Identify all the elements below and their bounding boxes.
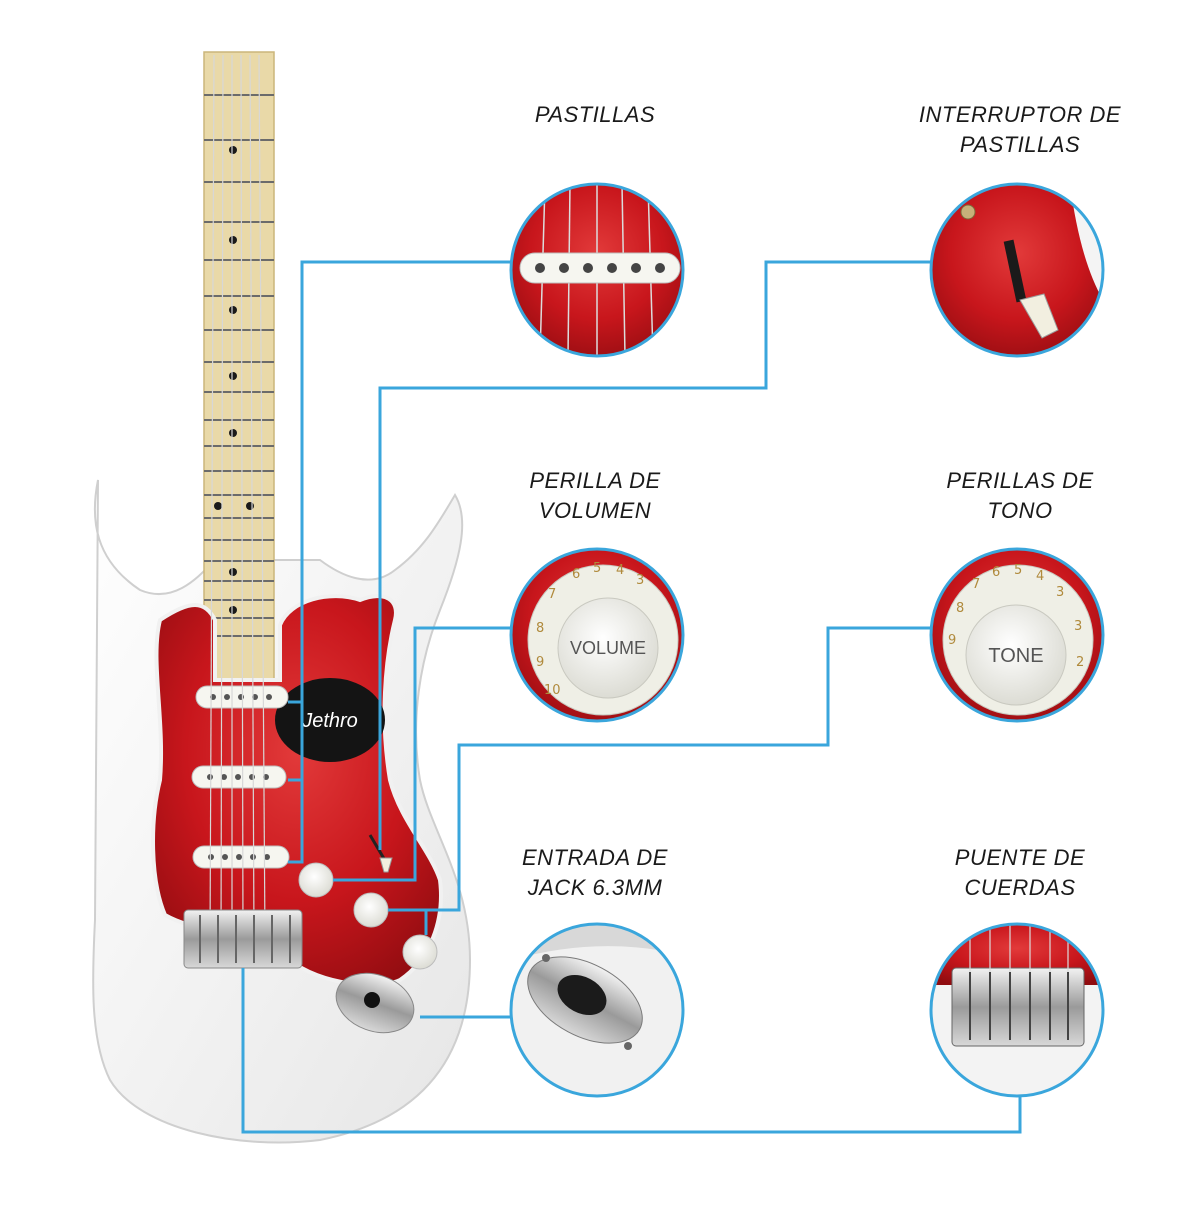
svg-text:6: 6 xyxy=(572,567,580,582)
svg-text:7: 7 xyxy=(548,587,556,602)
svg-text:6: 6 xyxy=(992,565,1000,580)
svg-text:8: 8 xyxy=(956,601,964,616)
pickup-switch-detail xyxy=(929,182,1105,358)
svg-text:3: 3 xyxy=(1074,619,1082,634)
label-pickup-switch: INTERRUPTOR DE PASTILLAS xyxy=(918,102,1122,157)
svg-text:Jethro: Jethro xyxy=(301,710,358,732)
jack-input-detail xyxy=(509,922,685,1098)
guitar-bridge xyxy=(183,909,303,969)
label-jack-input: ENTRADA DE JACK 6.3MM xyxy=(522,845,668,900)
label-bridge: PUENTE DE CUERDAS xyxy=(954,845,1086,900)
label-pickups: PASTILLAS xyxy=(534,102,656,127)
svg-text:5: 5 xyxy=(1014,563,1022,578)
guitar-switch xyxy=(368,834,393,873)
svg-text:9: 9 xyxy=(948,633,956,648)
svg-text:3: 3 xyxy=(636,573,644,588)
svg-text:10: 10 xyxy=(544,683,561,698)
brand-logo: Jethro xyxy=(275,678,385,762)
svg-text:5: 5 xyxy=(593,561,601,576)
guitar-neck xyxy=(203,51,275,683)
guitar-knobs xyxy=(298,862,438,970)
svg-text:7: 7 xyxy=(972,577,980,592)
guitar-strings xyxy=(209,54,266,941)
svg-text:4: 4 xyxy=(1036,569,1044,584)
guitar-jack-plate xyxy=(335,972,415,1034)
svg-text:9: 9 xyxy=(536,655,544,670)
pickups-detail xyxy=(509,182,685,358)
svg-text:VOLUME: VOLUME xyxy=(570,638,646,658)
svg-text:4: 4 xyxy=(616,563,624,578)
svg-text:TONE: TONE xyxy=(988,645,1043,667)
label-tone-knobs: PERILLAS DE TONO xyxy=(946,468,1094,523)
svg-text:3: 3 xyxy=(1056,585,1064,600)
label-volume-knob: PERILLA DE VOLUMEN xyxy=(529,468,661,523)
connector-lines xyxy=(241,260,1022,1134)
bridge-detail xyxy=(929,922,1105,1098)
svg-text:2: 2 xyxy=(1076,655,1084,670)
svg-text:8: 8 xyxy=(536,621,544,636)
